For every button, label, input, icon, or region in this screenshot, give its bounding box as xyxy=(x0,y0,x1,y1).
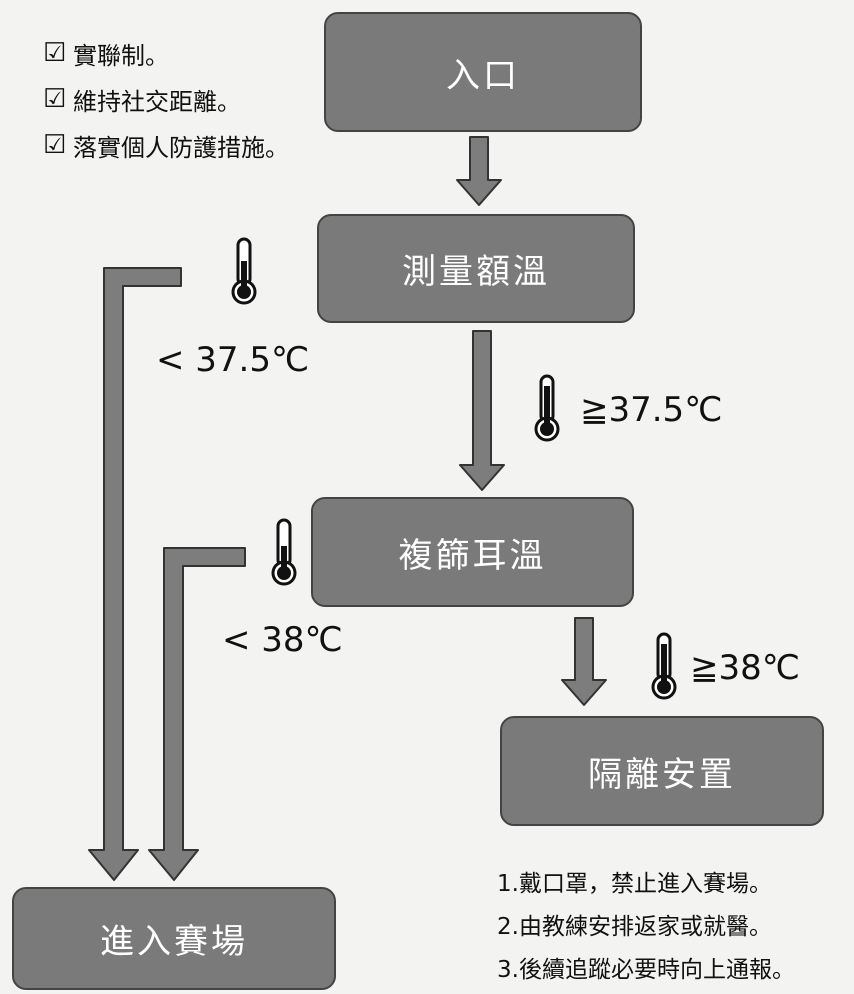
thermometer-icon xyxy=(231,237,257,305)
checklist-item: ☑ 實聯制。 xyxy=(43,30,289,76)
checklist-item-text: 實聯制。 xyxy=(73,41,169,70)
precaution-checklist: ☑ 實聯制。 ☑ 維持社交距離。 ☑ 落實個人防護措施。 xyxy=(43,30,289,168)
checkbox-checked-icon: ☑ xyxy=(43,84,67,114)
ear-fail-label: ≧38℃ xyxy=(690,648,800,688)
checkbox-checked-icon: ☑ xyxy=(43,38,67,68)
note-item: 2.由教練安排返家或就醫。 xyxy=(497,914,772,940)
thermometer-icon xyxy=(534,374,560,442)
thermometer-icon xyxy=(271,518,297,586)
ear-pass-label: < 38℃ xyxy=(222,620,343,660)
note-item: 1.戴口罩，禁止進入賽場。 xyxy=(497,871,772,897)
checklist-item-text: 維持社交距離。 xyxy=(73,87,241,116)
isolation-notes: 1.戴口罩，禁止進入賽場。 2.由教練安排返家或就醫。 3.後續追蹤必要時向上通… xyxy=(497,864,795,993)
enter-venue-box: 進入賽場 xyxy=(12,887,336,990)
checklist-item: ☑ 維持社交距離。 xyxy=(43,76,289,122)
isolation-box: 隔離安置 xyxy=(500,716,824,826)
arrow-forehead-pass-to-venue xyxy=(88,267,182,881)
forehead-temperature-box: 測量額溫 xyxy=(317,214,635,323)
arrow-ear-pass-to-venue xyxy=(148,547,246,881)
arrow-entrance-to-forehead xyxy=(456,136,502,206)
arrow-forehead-to-ear xyxy=(459,330,505,491)
entrance-box: 入口 xyxy=(324,12,642,132)
checkbox-checked-icon: ☑ xyxy=(43,130,67,160)
note-item: 3.後續追蹤必要時向上通報。 xyxy=(497,957,795,983)
ear-temperature-box: 複篩耳溫 xyxy=(311,497,634,607)
checklist-item: ☑ 落實個人防護措施。 xyxy=(43,122,289,168)
forehead-fail-label: ≧37.5℃ xyxy=(580,390,723,430)
thermometer-icon xyxy=(651,632,677,700)
arrow-ear-to-isolation xyxy=(561,617,607,706)
checklist-item-text: 落實個人防護措施。 xyxy=(73,133,289,162)
forehead-pass-label: < 37.5℃ xyxy=(156,340,310,380)
